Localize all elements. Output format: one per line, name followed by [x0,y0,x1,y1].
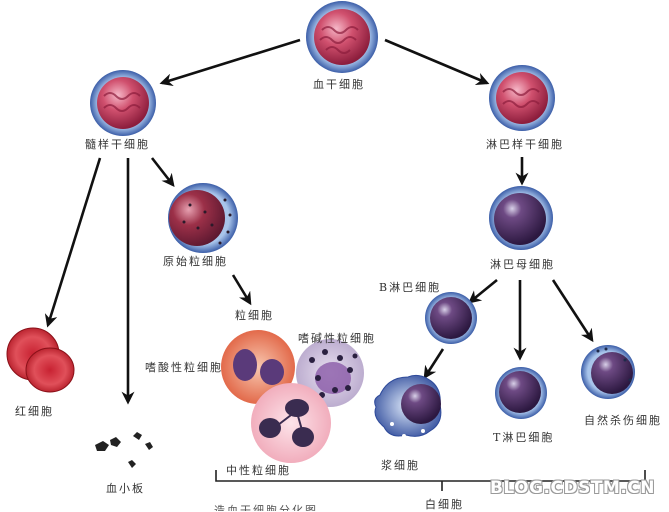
label-eosinophil: 嗜酸性粒细胞 [145,361,223,374]
arrow-lymphoblast-to-nkcell [551,279,594,343]
wbc-bracket [215,470,646,491]
label-red-blood-cell: 红细胞 [15,405,54,418]
lymphoblast-cell [489,186,553,250]
arrows [44,38,594,405]
label-plasma-cell: 浆细胞 [381,459,420,472]
myeloblast-cell [168,183,238,253]
label-myeloid-stem-cell: 髓样干细胞 [85,138,150,151]
t-lymphocyte-cell [495,367,547,419]
label-white-blood-cell: 白细胞 [425,498,464,511]
lymphoid-stem-cell [489,65,555,131]
label-hematopoietic-stem-cell: 血干细胞 [313,78,365,91]
label-lymphoblast: 淋巴母细胞 [490,258,555,271]
label-myeloblast: 原始粒细胞 [163,255,228,268]
label-neutrophil: 中性粒细胞 [226,464,291,477]
figure-caption-cut: 造血干细胞分化图 [214,504,318,511]
label-natural-killer-cell: 自然杀伤细胞 [584,414,662,427]
label-b-lymphocyte: B淋巴细胞 [379,281,442,294]
hematopoietic-stem-cell [306,1,378,73]
b-lymphocyte-cell [425,292,477,344]
myeloid-stem-cell [90,70,156,136]
label-basophil: 嗜碱性粒细胞 [298,332,376,345]
arrow-lymphoblast-to-bcell [467,278,498,304]
eosinophil-cell [221,330,295,404]
arrow-bcell-to-plasma [423,348,445,380]
label-lymphoid-stem-cell: 淋巴样干细胞 [486,138,564,151]
arrow-hsc-to-lymphoid [384,38,490,85]
label-t-lymphocyte: T淋巴细胞 [493,431,555,444]
arrow-hsc-to-myeloid [159,38,301,87]
label-platelet: 血小板 [106,482,145,495]
plasma-cell [374,374,442,438]
platelets [95,432,153,468]
neutrophil-cell [251,383,331,463]
red-blood-cells [6,327,75,393]
arrow-myeloid-to-rbc [44,157,102,328]
arrow-myeloblast-to-granulocyte [231,274,252,306]
watermark: BLOG.CDSTM.CN [489,478,655,498]
label-granulocyte: 粒细胞 [235,309,274,322]
arrow-myeloid-to-myeloblast [150,157,175,188]
natural-killer-cell [581,345,635,399]
